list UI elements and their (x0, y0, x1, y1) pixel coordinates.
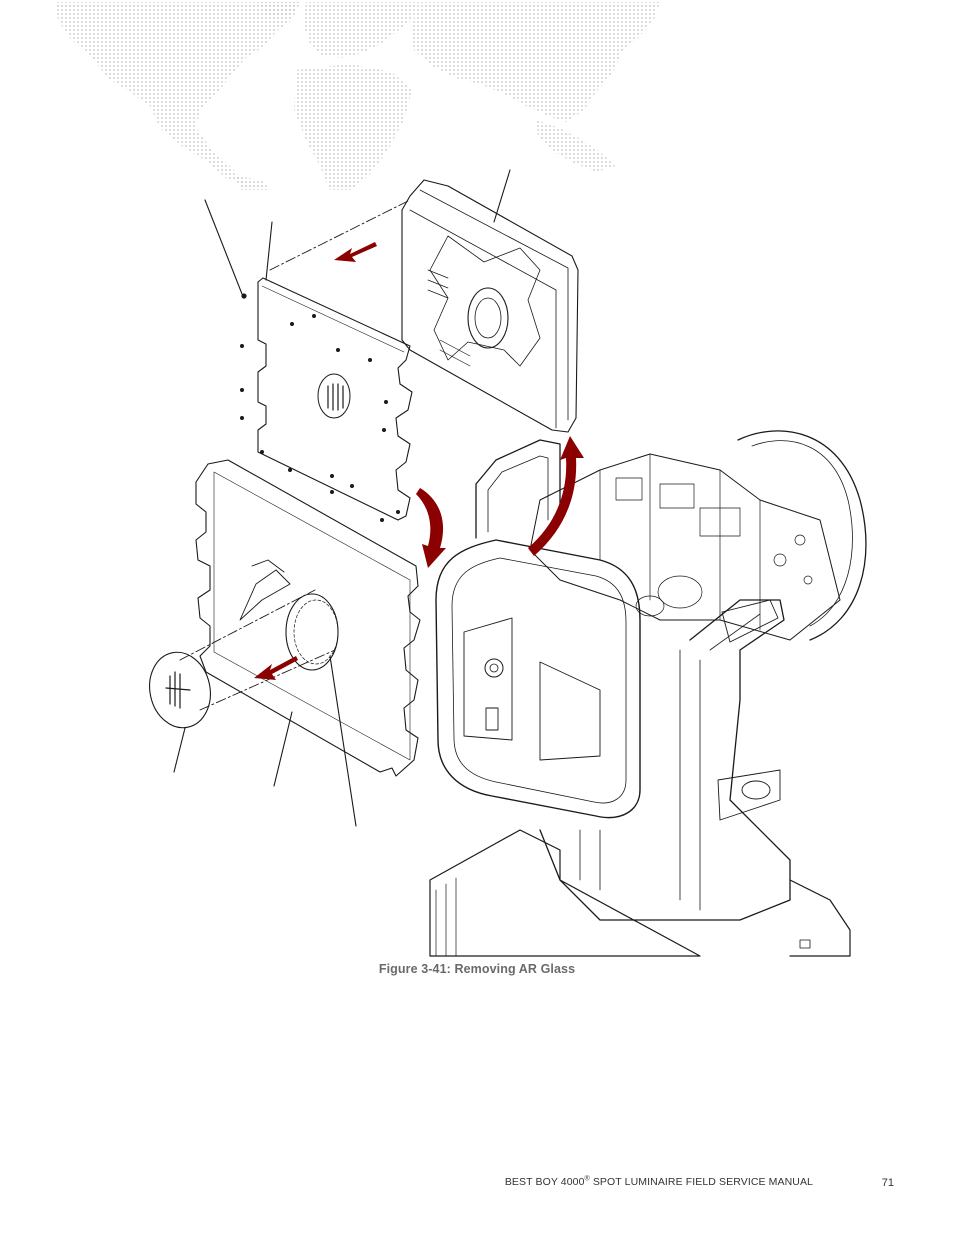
arrow-remove-glass-icon (254, 656, 298, 680)
figure-caption: Figure 3-41: Removing AR Glass (378, 962, 576, 976)
alignment-lines (179, 199, 411, 711)
map-north-america (55, 2, 300, 186)
map-greenland (258, 2, 300, 18)
map-africa (294, 64, 412, 190)
ar-glass-removal-diagram (149, 169, 867, 957)
screws (239, 293, 400, 523)
callout-leader-glass-ring (329, 655, 357, 827)
arrow-curved-up-icon (528, 436, 584, 556)
map-se-asia (536, 120, 616, 172)
map-south-america (236, 176, 270, 190)
page-number: 71 (881, 1177, 894, 1189)
manual-title: BEST BOY 4000® SPOT LUMINAIRE FIELD SERV… (504, 1175, 813, 1189)
callout-leader-gasket-plate (273, 711, 293, 787)
callout-leader-ar-glass (173, 727, 186, 773)
map-europe (304, 2, 420, 58)
callout-leader-housing-cover (493, 169, 511, 223)
direction-arrows (254, 242, 584, 680)
world-map-background (55, 2, 660, 190)
rear-housing-cover (401, 179, 579, 433)
manual-title-prefix: BEST BOY 4000 (504, 1176, 585, 1188)
manual-title-suffix: SPOT LUMINAIRE FIELD SERVICE MANUAL (589, 1176, 813, 1188)
arrow-remove-cover-icon (334, 242, 377, 262)
back-cover-plate (239, 277, 413, 523)
map-asia (410, 2, 660, 122)
arrow-curved-down-icon (416, 488, 446, 568)
callout-leader-screw (204, 199, 243, 295)
callout-leader-back-plate (265, 221, 273, 281)
registered-mark: ® (584, 1175, 590, 1183)
luminaire-head (429, 430, 867, 957)
ar-glass-disc (149, 651, 211, 729)
glass-holder-plate (195, 459, 421, 777)
